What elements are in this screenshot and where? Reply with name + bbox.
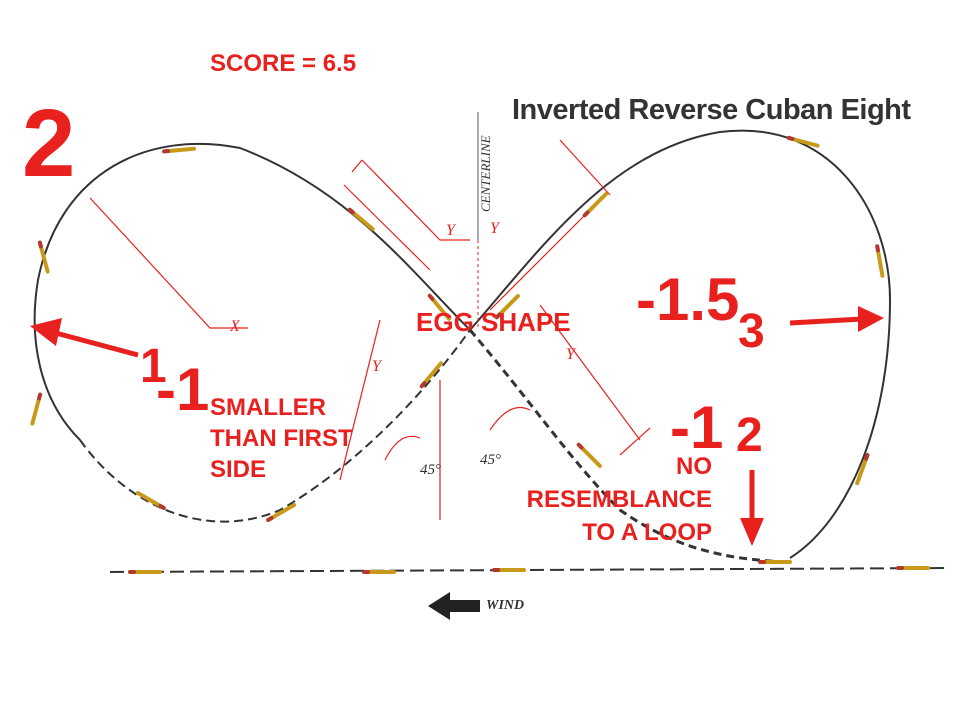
egg-shape-note: EGG SHAPE: [416, 307, 571, 337]
ground-line: [109, 567, 951, 573]
right-loop-solid: [469, 129, 892, 559]
smaller-side-index: 1: [140, 340, 167, 393]
loop-note-line-1: NO: [676, 453, 712, 480]
loop-note-line-2: RESEMBLANCE: [526, 486, 712, 513]
angle-label-1: 45°: [420, 462, 441, 478]
centerline-label: CENTERLINE: [478, 135, 493, 212]
wind-arrow-icon: [428, 592, 480, 620]
red-arrows: [30, 306, 884, 546]
loop-index: 2: [736, 409, 763, 462]
smaller-note-line-3: SIDE: [210, 456, 267, 483]
angle-label-2: 45°: [480, 452, 501, 468]
smaller-note-line-1: SMALLER: [210, 394, 326, 421]
smaller-side-penalty: -1: [156, 356, 210, 423]
right-loop-dashed: [468, 329, 791, 564]
loop-note-line-3: TO A LOOP: [582, 519, 712, 546]
maneuver-title: Inverted Reverse Cuban Eight: [512, 94, 911, 126]
left-loop-solid: [33, 142, 471, 441]
score-label: SCORE = 6.5: [210, 50, 357, 77]
dim-y-label-4: Y: [566, 346, 575, 363]
loop-penalty: -1: [670, 394, 724, 461]
figure-number: 2: [22, 90, 76, 197]
wind-label: WIND: [486, 598, 525, 613]
dim-x-label: X: [230, 318, 240, 335]
smaller-side-note: SMALLER THAN FIRST SIDE: [210, 392, 353, 485]
aircraft-markers: [30, 135, 930, 574]
smaller-note-line-2: THAN FIRST: [210, 425, 353, 452]
left-loop-dashed: [79, 329, 471, 523]
dim-y-label-1: Y: [446, 222, 455, 239]
dim-y-label-2: Y: [490, 220, 499, 237]
dim-y-label-3: Y: [372, 358, 381, 375]
loop-note: NO RESEMBLANCE TO A LOOP: [460, 450, 712, 549]
egg-shape-penalty: -1.5: [636, 266, 740, 333]
dimension-lines: [89, 139, 651, 520]
egg-shape-index: 3: [738, 305, 765, 358]
